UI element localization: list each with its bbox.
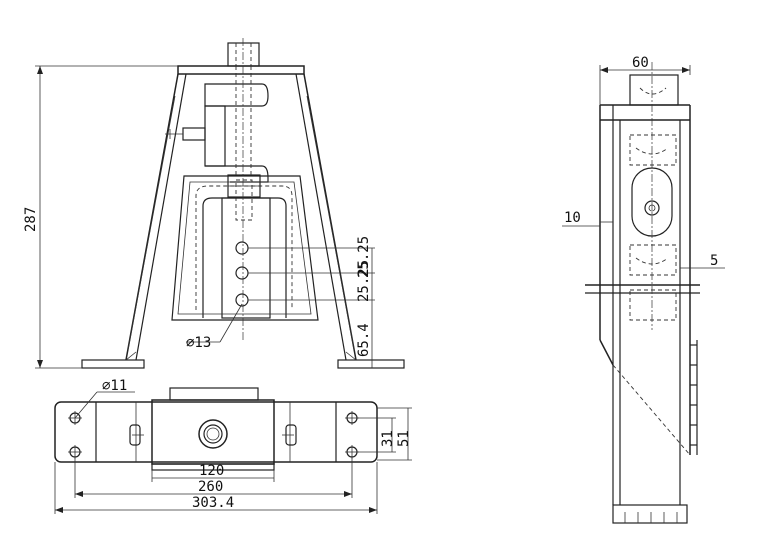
plan-view-dimensions: ∅11 31 51 120 260 303.4 — [54, 378, 412, 514]
top-hole-spacing-label: 25.25 — [356, 236, 372, 278]
side-view — [585, 62, 700, 524]
lowest-hole-height-label: 65.4 — [356, 323, 372, 357]
base-width-label: 51 — [396, 430, 412, 447]
overall-height-label: 287 — [23, 207, 39, 232]
bottom-hole-spacing-label: 25.25 — [356, 260, 372, 302]
overall-base-length-label: 303.4 — [192, 495, 234, 511]
offset-10-label: 10 — [564, 210, 581, 226]
side-width-label: 60 — [632, 55, 649, 71]
front-view — [81, 38, 405, 369]
side-view-dimensions: 60 10 5 — [562, 55, 725, 269]
offset-5-label: 5 — [710, 253, 718, 269]
center-block-length-label: 120 — [199, 463, 224, 479]
base-hole-diameter-label: ∅11 — [102, 378, 127, 394]
front-view-dimensions: 287 25.25 25.25 65.4 ∅13 — [23, 65, 375, 369]
hole-pitch-length-label: 260 — [198, 479, 223, 495]
hole-row-spacing-label: 31 — [380, 430, 396, 447]
plan-view — [54, 387, 378, 471]
slot-hole-diameter-label: ∅13 — [186, 335, 211, 351]
